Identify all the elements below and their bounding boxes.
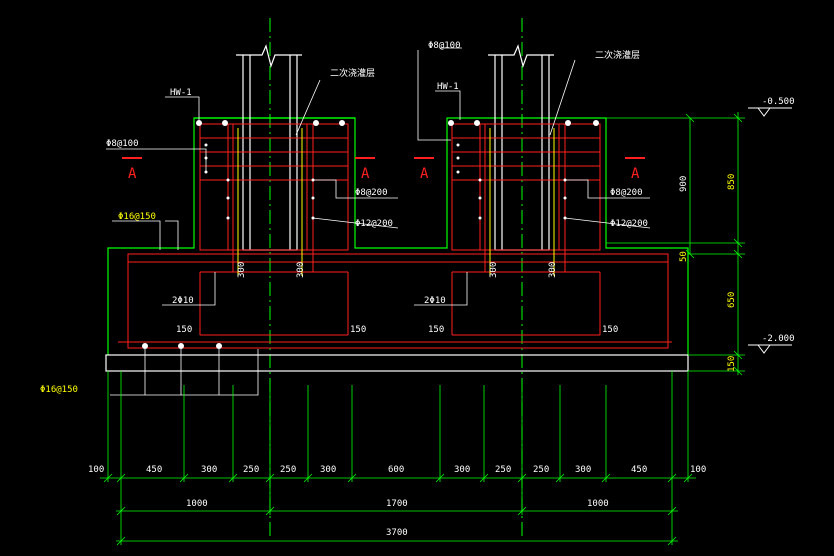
hdim-3: 300 xyxy=(201,465,217,475)
rebar-left xyxy=(127,123,669,349)
label-left-secondary-pour: 二次浇灌层 xyxy=(330,67,375,79)
hdim-row2-3: 1000 xyxy=(587,499,609,509)
label-bottom-rebar: Φ16@150 xyxy=(40,385,78,395)
hdim-row2-2: 1700 xyxy=(386,499,408,509)
vdim-50: 50 xyxy=(679,251,689,262)
hdim-12: 450 xyxy=(631,465,647,475)
steel-column-right xyxy=(488,44,554,251)
hdim-13: 100 xyxy=(690,465,706,475)
label-left-section-a2: A xyxy=(361,166,370,182)
vertical-dim-lines xyxy=(606,112,745,376)
label-right-150b: 150 xyxy=(602,325,618,335)
steel-column-left xyxy=(236,44,302,251)
vdim-900: 900 xyxy=(679,176,689,192)
anchor-bolts xyxy=(237,128,555,276)
label-left-hw: HW-1 xyxy=(170,88,192,98)
hdim-9: 250 xyxy=(495,465,511,475)
concrete-outline xyxy=(107,117,689,355)
label-right-bottom-bars: 2Φ10 xyxy=(424,296,446,306)
label-right-rebar-top: Φ8@100 xyxy=(428,41,461,51)
hdim-4: 250 xyxy=(243,465,259,475)
label-left-section-a1: A xyxy=(128,166,137,182)
hdim-total: 3700 xyxy=(386,528,408,538)
label-right-hw: HW-1 xyxy=(437,82,459,92)
hdim-2: 450 xyxy=(146,465,162,475)
label-left-bottom-bars: 2Φ10 xyxy=(172,296,194,306)
elevation-bottom xyxy=(748,344,792,354)
hdim-1: 100 xyxy=(88,465,104,475)
label-right-section-a1: A xyxy=(420,166,429,182)
label-right-secondary-pour: 二次浇灌层 xyxy=(595,49,640,61)
vdim-650: 650 xyxy=(727,292,737,308)
label-left-stirrup: Φ8@200 xyxy=(355,188,388,198)
label-right-vertical: Φ12@200 xyxy=(610,219,648,229)
horizontal-dim-lines xyxy=(100,371,696,546)
hdim-6: 300 xyxy=(320,465,336,475)
label-left-300a: 300 xyxy=(237,262,247,278)
hdim-5: 250 xyxy=(280,465,296,475)
hdim-10: 250 xyxy=(533,465,549,475)
label-left-rebar-top: Φ8@100 xyxy=(106,139,139,149)
label-left-vertical: Φ12@200 xyxy=(355,219,393,229)
label-left-150a: 150 xyxy=(176,325,192,335)
vdim-150: 150 xyxy=(727,356,737,372)
vdim-850: 850 xyxy=(727,174,737,190)
label-left-150b: 150 xyxy=(350,325,366,335)
label-right-section-a2: A xyxy=(631,166,640,182)
hdim-8: 300 xyxy=(454,465,470,475)
elevation-top xyxy=(748,107,792,117)
label-left-300b: 300 xyxy=(296,262,306,278)
label-right-300b: 300 xyxy=(548,262,558,278)
label-right-300a: 300 xyxy=(489,262,499,278)
hdim-11: 300 xyxy=(575,465,591,475)
label-right-stirrup: Φ8@200 xyxy=(610,188,643,198)
blinding-slab xyxy=(105,354,689,372)
rebar-dots xyxy=(142,120,599,349)
label-left-base-top-rebar: Φ16@150 xyxy=(118,212,156,222)
elevation-top-label: -0.500 xyxy=(762,97,795,107)
hdim-row2-1: 1000 xyxy=(186,499,208,509)
label-right-150a: 150 xyxy=(428,325,444,335)
hdim-7: 600 xyxy=(388,465,404,475)
rebar-right xyxy=(451,123,601,336)
leader-lines xyxy=(106,47,651,396)
elevation-bottom-label: -2.000 xyxy=(762,334,795,344)
